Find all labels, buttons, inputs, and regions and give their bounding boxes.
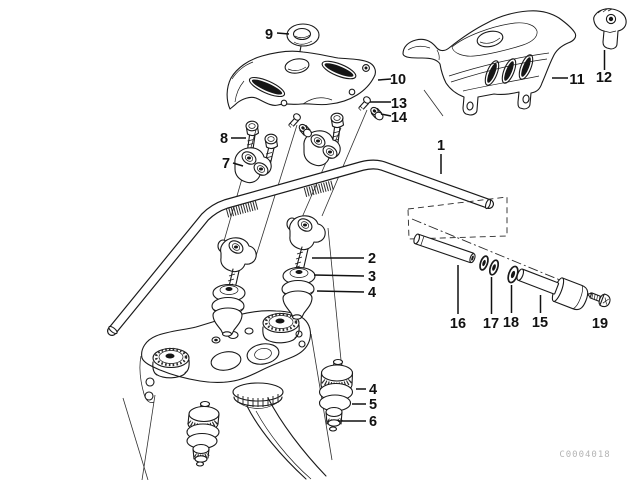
center-axis-line (411, 218, 607, 300)
callout-10: 10 (390, 72, 406, 88)
drawing-code: C0004018 (559, 450, 610, 460)
bridge-left-mount (152, 347, 190, 379)
washer-17b (488, 259, 500, 276)
rubber-mount-stack-lower-left (186, 400, 220, 467)
callout-5: 5 (369, 397, 377, 413)
callout-12: 12 (596, 70, 612, 86)
fork-bridge (139, 310, 327, 480)
bridge-right-mount (262, 312, 300, 344)
handlebar-knurl-left (225, 200, 259, 218)
bushing-14-left (298, 123, 313, 138)
bushing-14 (370, 106, 384, 121)
inner-tube-16 (413, 233, 476, 264)
steering-tube (246, 397, 327, 480)
callout-1: 1 (437, 138, 445, 154)
handlebar-knurl-right (303, 180, 335, 198)
assembly-axis-lines (122, 89, 444, 480)
callout-18: 18 (503, 315, 519, 331)
handlebar (107, 159, 494, 336)
screw-19 (587, 292, 611, 308)
callout-17: 17 (483, 316, 499, 332)
upper-clamp-left (234, 147, 272, 184)
callout-19: 19 (592, 316, 608, 332)
callout-15: 15 (532, 315, 548, 331)
callout-4: 4 (368, 285, 376, 301)
upper-clamp-right (303, 130, 341, 167)
callout-11: 11 (569, 72, 584, 88)
callout-4b: 4 (369, 382, 377, 398)
rubber-stack-right (281, 266, 316, 320)
washer-17a (479, 255, 489, 271)
screw-13 (358, 96, 371, 111)
callout-3: 3 (368, 269, 376, 285)
callout-13: 13 (391, 96, 407, 112)
callout-6: 6 (369, 414, 377, 430)
rubber-mount-stack-4-5-6 (318, 358, 354, 432)
callout-16: 16 (450, 316, 466, 332)
handlebar-cover-rear (402, 10, 577, 116)
callout-7: 7 (222, 156, 230, 172)
steering-stem-nut (232, 382, 284, 409)
callout-9: 9 (265, 27, 273, 43)
bar-end-weight-15-cup (551, 277, 589, 311)
rubber-stack-left (211, 283, 246, 337)
bar-end-weight-15-sleeve (516, 268, 560, 295)
handlebar-cover-front (226, 50, 376, 110)
ring-18 (507, 265, 519, 284)
callout-14: 14 (391, 110, 407, 126)
callout-leaders (231, 32, 606, 422)
lower-clamp-left (217, 237, 257, 294)
lower-clamp-right (286, 215, 326, 272)
callout-labels: 9 10 13 14 11 12 8 7 1 2 3 4 4 5 6 16 17… (220, 27, 612, 430)
clip (593, 8, 627, 50)
screw-13-left (288, 113, 301, 128)
callout-8: 8 (220, 131, 228, 147)
bar-end-assembly (407, 196, 611, 311)
callout-2: 2 (368, 251, 376, 267)
